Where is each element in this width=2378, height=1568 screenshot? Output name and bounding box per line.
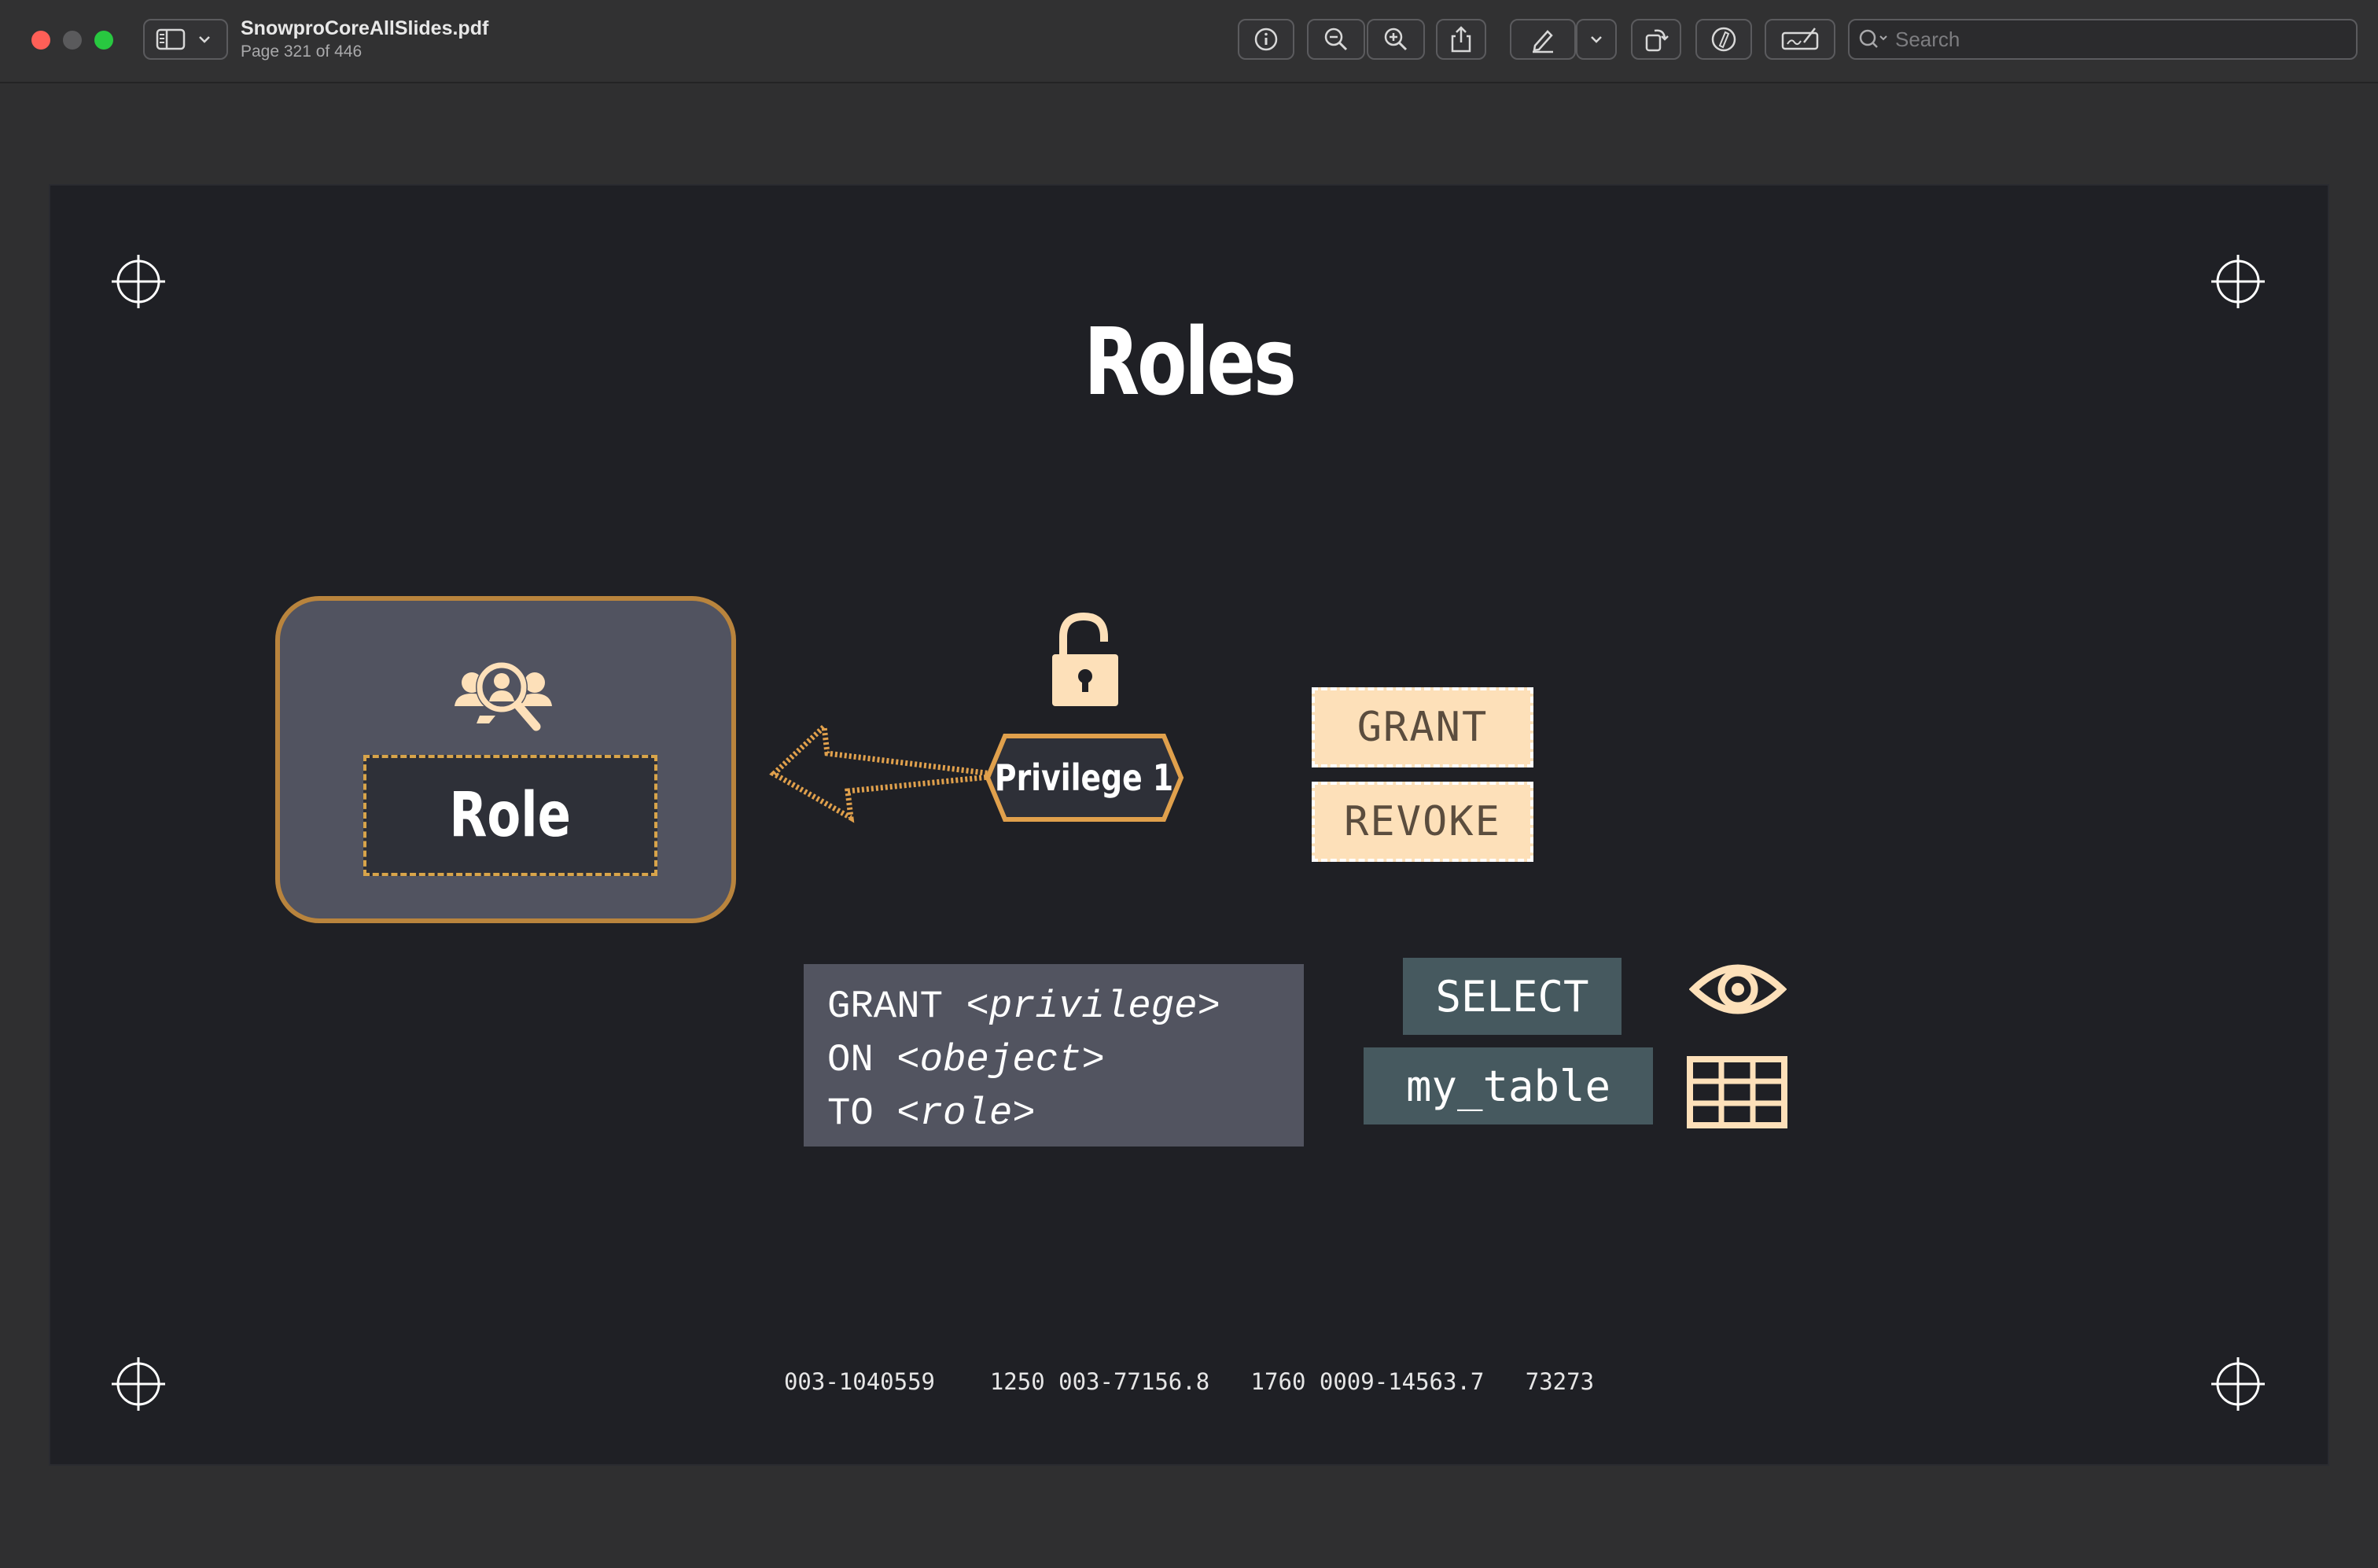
role-card: Role	[275, 596, 736, 923]
grant-keyword-box: GRANT	[1312, 687, 1533, 767]
eye-icon	[1689, 964, 1787, 1014]
markup-circle-icon	[1711, 27, 1736, 52]
zoom-in-icon	[1384, 28, 1408, 51]
document-title: SnowproCoreAllSlides.pdf	[241, 17, 489, 39]
rotate-icon	[1645, 29, 1669, 52]
zoom-in-button[interactable]	[1367, 19, 1425, 60]
info-icon	[1254, 28, 1278, 51]
share-button[interactable]	[1436, 19, 1486, 60]
code-line: TO <role>	[827, 1091, 1036, 1136]
grant-syntax-code-block: GRANT <privilege> ON <obeject> TO <role>	[804, 964, 1304, 1147]
chevron-down-icon	[199, 36, 210, 43]
share-icon	[1451, 26, 1471, 53]
crosshair-icon	[2211, 1357, 2265, 1411]
minimize-window-button[interactable]	[63, 31, 82, 50]
chevron-down-icon	[1591, 36, 1602, 43]
window-toolbar: SnowproCoreAllSlides.pdf Page 321 of 446	[0, 0, 2378, 83]
arrow-left-icon	[769, 720, 1006, 823]
page-indicator: Page 321 of 446	[241, 42, 363, 61]
privilege-label: Privilege 1	[995, 756, 1174, 799]
slide-title: Roles	[1084, 307, 1296, 416]
signature-icon	[1781, 28, 1819, 50]
code-line: GRANT <privilege>	[827, 985, 1220, 1029]
search-field[interactable]	[1848, 19, 2358, 60]
unlock-icon	[1052, 612, 1118, 706]
privilege-badge: Privilege 1	[970, 733, 1198, 823]
select-privilege-tag: SELECT	[1403, 958, 1622, 1035]
search-input[interactable]	[1894, 26, 2337, 53]
markup-button[interactable]	[1695, 19, 1752, 60]
slide-footer-numbers: 003-1040559 1250 003-77156.8 1760 0009-1…	[783, 1368, 1595, 1395]
table-object-tag: my_table	[1364, 1047, 1653, 1124]
zoom-out-button[interactable]	[1307, 19, 1365, 60]
rotate-button[interactable]	[1631, 19, 1681, 60]
search-icon	[1859, 29, 1887, 48]
crosshair-icon	[2211, 255, 2265, 308]
crosshair-icon	[112, 1357, 165, 1411]
users-search-icon	[455, 661, 552, 731]
markup-pen-icon	[1533, 30, 1553, 53]
sidebar-toggle-button[interactable]	[143, 19, 228, 60]
markup-options-button[interactable]	[1576, 19, 1617, 60]
info-button[interactable]	[1238, 19, 1294, 60]
role-label: Role	[449, 780, 572, 851]
revoke-keyword-box: REVOKE	[1312, 782, 1533, 862]
role-label-box: Role	[363, 755, 657, 876]
pdf-page: Roles Role Privilege	[50, 186, 2328, 1464]
zoom-out-icon	[1324, 28, 1348, 51]
signature-button[interactable]	[1765, 19, 1835, 60]
markup-pen-button[interactable]	[1510, 19, 1576, 60]
crosshair-icon	[112, 255, 165, 308]
code-line: ON <obeject>	[827, 1038, 1105, 1082]
close-window-button[interactable]	[31, 31, 50, 50]
sidebar-icon	[156, 28, 210, 50]
table-icon	[1687, 1056, 1787, 1128]
maximize-window-button[interactable]	[94, 31, 113, 50]
